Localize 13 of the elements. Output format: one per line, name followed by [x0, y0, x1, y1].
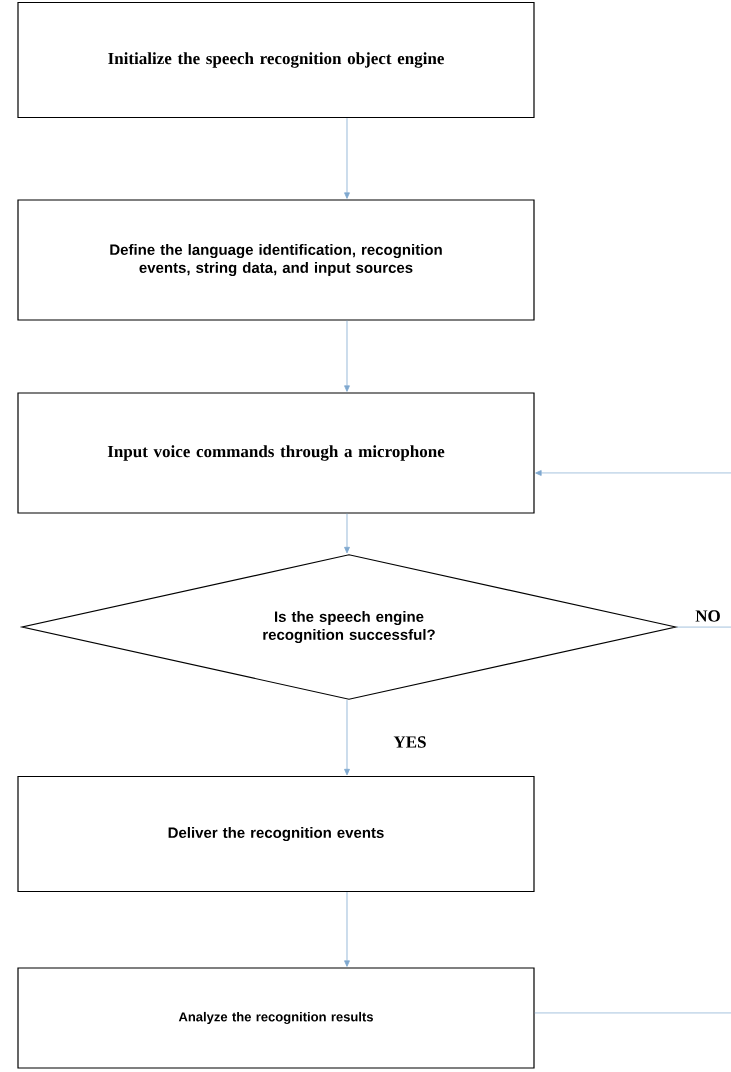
arrow: [344, 117, 350, 199]
arrow: [344, 320, 350, 392]
process-box: Analyze the recognition results: [17, 967, 535, 1069]
process-box: Deliver the recognition events: [17, 775, 535, 893]
arrow: [344, 513, 350, 554]
arrow: [344, 891, 350, 967]
edge-label: NO: [694, 609, 722, 623]
process-box: Input voice commands through a microphone: [17, 392, 535, 514]
arrow: [535, 470, 731, 476]
edge-label: YES: [392, 735, 428, 749]
process-box: Define the language identification, recognition events, string data, and input sources: [17, 199, 535, 321]
arrow: [344, 699, 350, 776]
process-box: Initialize the speech recognition object engine: [17, 1, 535, 119]
